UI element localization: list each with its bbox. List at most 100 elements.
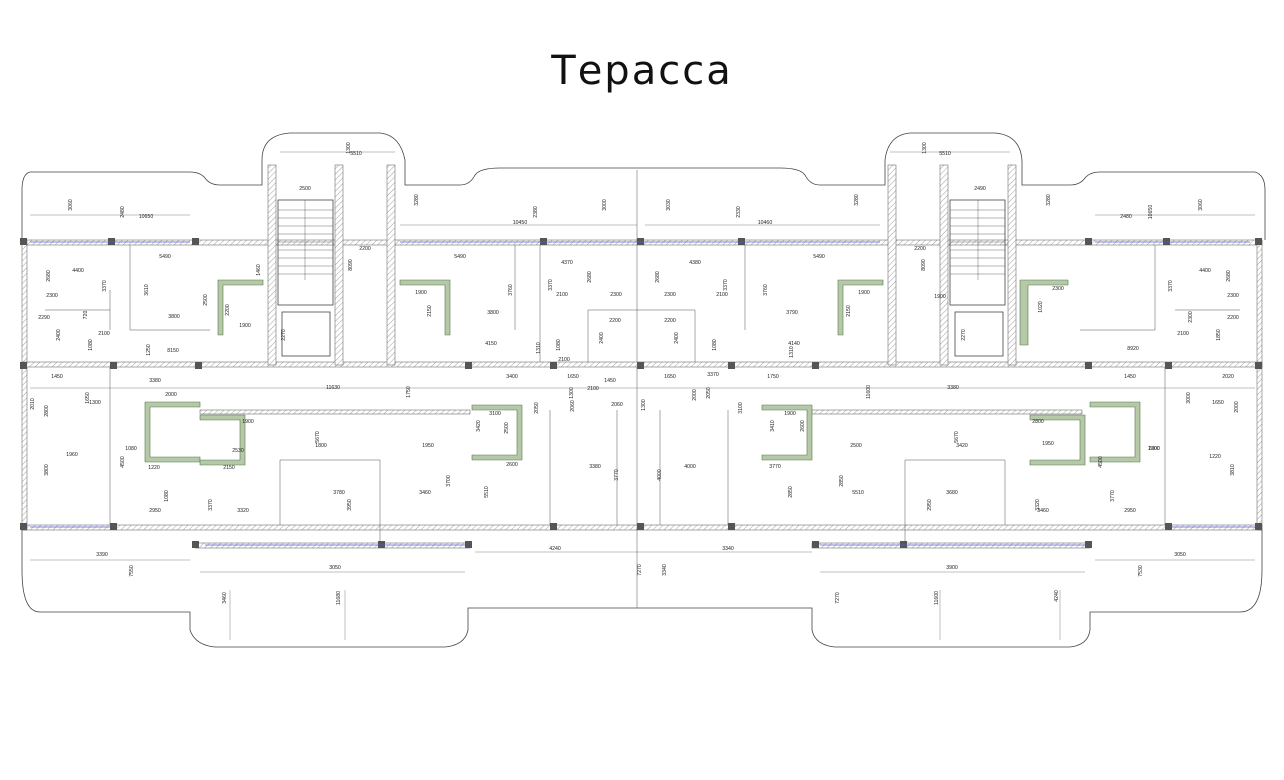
dimension-label: 4240 — [1054, 590, 1060, 602]
dimension-label: 2850 — [788, 486, 794, 498]
dimension-label: 2100 — [716, 292, 728, 298]
dimension-label: 1080 — [88, 339, 94, 351]
dimension-label: 2050 — [534, 402, 540, 414]
dimension-label: 2200 — [1227, 315, 1239, 321]
dimension-label: 4000 — [684, 464, 696, 470]
dimension-label: 10650 — [139, 214, 154, 220]
dimension-label: 4380 — [689, 260, 701, 266]
dimension-label: 2800 — [44, 405, 50, 417]
page-title: Терасса — [551, 48, 733, 94]
dimension-label: 11630 — [326, 385, 340, 391]
dimension-label: 3810 — [1230, 464, 1236, 476]
dimension-label: 1220 — [148, 465, 160, 471]
dimension-label: 2060 — [570, 400, 576, 412]
dimension-label: 3380 — [947, 385, 959, 391]
dimension-label: 5510 — [939, 151, 951, 157]
dimension-label: 2200 — [609, 318, 621, 324]
dimension-label: 10450 — [513, 220, 528, 226]
dimension-label: 3380 — [149, 378, 161, 384]
dimension-label: 7270 — [835, 592, 841, 604]
dimension-label: 3320 — [1035, 499, 1041, 511]
terrace-outline-bottom — [21, 530, 1263, 648]
dimension-label: 4500 — [1098, 456, 1104, 468]
dimension-label: 3760 — [508, 284, 514, 296]
dimension-label: 3420 — [956, 443, 968, 449]
dimension-label: 2270 — [281, 329, 287, 341]
dimension-label: 5510 — [852, 490, 864, 496]
dimension-label: 2020 — [1222, 374, 1234, 380]
dimension-label: 3280 — [1046, 194, 1052, 206]
dimension-label: 3680 — [946, 490, 958, 496]
dimension-label: 3370 — [1168, 280, 1174, 292]
dimension-label: 3060 — [68, 199, 74, 211]
dimension-label: 3770 — [614, 469, 620, 481]
dimension-label: 8920 — [1127, 346, 1139, 352]
dimension-label: 2200 — [359, 246, 371, 252]
dimension-label: 1460 — [256, 264, 262, 276]
dimension-label: 2480 — [1120, 214, 1132, 220]
dimension-label: 1220 — [1209, 454, 1221, 460]
dimension-label: 4150 — [485, 341, 497, 347]
dimension-label: 3280 — [854, 194, 860, 206]
dimension-label: 2100 — [98, 331, 110, 337]
dimension-label: 1650 — [664, 374, 676, 380]
dimension-label: 1850 — [1216, 329, 1222, 341]
dimension-label: 3950 — [347, 499, 353, 511]
dimension-label: 4400 — [72, 268, 84, 274]
dimension-label: 3000 — [1186, 392, 1192, 404]
dimension-label: 1750 — [406, 386, 412, 398]
dimension-label: 1310 — [789, 346, 795, 358]
dimension-label: 2060 — [611, 402, 623, 408]
dimension-label: 2680 — [655, 271, 661, 283]
dimension-label: 2100 — [558, 357, 570, 363]
dimension-label: 1900 — [784, 411, 796, 417]
dimension-label: 2500 — [850, 443, 862, 449]
dimension-label: 2480 — [120, 206, 126, 218]
dimension-label: 4000 — [657, 469, 663, 481]
dimension-label: 2010 — [30, 398, 36, 410]
dimension-label: 1750 — [767, 374, 779, 380]
dimension-label: 4500 — [120, 456, 126, 468]
dimension-label: 2680 — [46, 270, 52, 282]
dimension-label: 2500 — [504, 422, 510, 434]
dimension-label: 1300 — [346, 142, 352, 154]
dimension-label: 2380 — [533, 206, 539, 218]
dimension-label: 3100 — [489, 411, 501, 417]
dimension-label: 2600 — [506, 462, 518, 468]
dimension-label: 2200 — [1148, 446, 1160, 452]
dimension-label: 7550 — [129, 565, 135, 577]
dimension-label: 3800 — [44, 464, 50, 476]
dimension-label: 2300 — [1052, 286, 1064, 292]
dimension-label: 3780 — [333, 490, 345, 496]
dimension-label: 3460 — [419, 490, 431, 496]
dimension-label: 2950 — [1124, 508, 1136, 514]
dimension-label: 8090 — [921, 259, 927, 271]
dimension-label: 4370 — [561, 260, 573, 266]
dimension-label: 5510 — [350, 151, 362, 157]
dimension-label: 3370 — [208, 499, 214, 511]
lift-shafts — [144, 279, 1141, 466]
dimension-label: 3770 — [769, 464, 781, 470]
dimension-label: 2400 — [674, 332, 680, 344]
dimension-label: 1080 — [164, 490, 170, 502]
dimension-label: 2400 — [599, 332, 605, 344]
dimension-label: 4240 — [549, 546, 561, 552]
dimension-label: 2300 — [1188, 311, 1194, 323]
dimension-label: 3790 — [786, 310, 798, 316]
dimension-label: 2150 — [427, 305, 433, 317]
dimension-label: 1450 — [51, 374, 63, 380]
dimension-label: 5670 — [315, 431, 321, 443]
dimension-label: 2950 — [149, 508, 161, 514]
columns — [20, 238, 1262, 548]
dimension-lines — [30, 151, 1255, 640]
dimension-label: 1960 — [66, 452, 78, 458]
dimension-label: 1450 — [1124, 374, 1136, 380]
dimension-label: 3000 — [602, 199, 608, 211]
terrace-outline-top — [30, 132, 1266, 240]
dimension-label: 2300 — [664, 292, 676, 298]
dimension-label: 8090 — [348, 259, 354, 271]
dimension-label: 5670 — [954, 431, 960, 443]
dimension-label: 4140 — [788, 341, 800, 347]
dimension-label: 1020 — [1038, 301, 1044, 313]
